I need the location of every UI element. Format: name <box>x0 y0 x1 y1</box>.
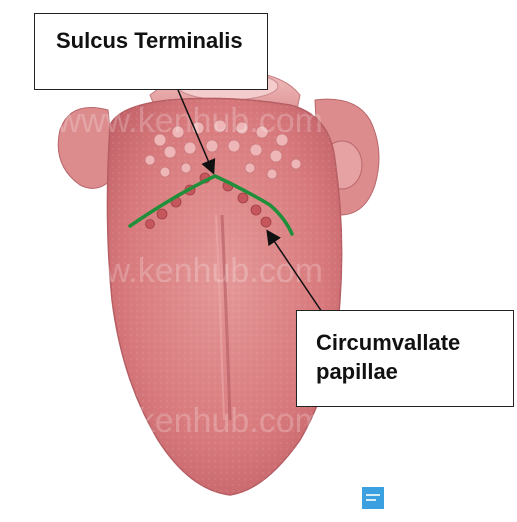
sulcus-terminalis-label: Sulcus Terminalis <box>56 28 243 53</box>
sulcus-terminalis-label-box: Sulcus Terminalis <box>34 13 268 90</box>
circumvallate-papillae-label-box: Circumvallate papillae <box>296 310 514 407</box>
svg-text:© www.kenhub.com: © www.kenhub.com <box>22 252 323 290</box>
svg-text:© www.kenhub.com: © www.kenhub.com <box>22 402 323 440</box>
circumvallate-label-line2: papillae <box>316 357 513 386</box>
circumvallate-label-line1: Circumvallate <box>316 328 513 357</box>
kenhub-badge-icon <box>362 487 384 509</box>
svg-text:© www.kenhub.com: © www.kenhub.com <box>22 102 323 140</box>
